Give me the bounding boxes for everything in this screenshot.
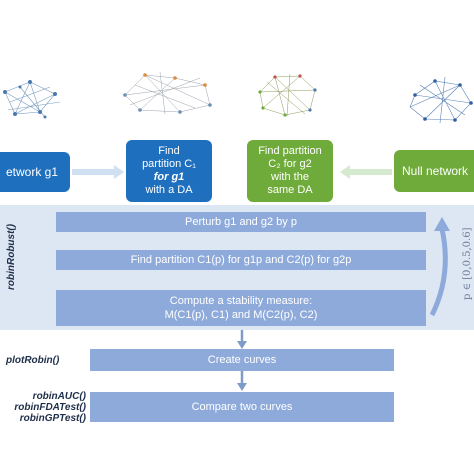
network-g1-label: etwork g1 <box>5 164 59 179</box>
arrow-icon <box>237 330 247 349</box>
partition-c2-box: Find partition C₂ for g2 with the same D… <box>247 140 333 202</box>
partition-c1-line2: partition C₁ <box>142 158 196 170</box>
compare-function-labels: robinAUC() robinFDATest() robinGPTest() <box>0 391 86 424</box>
arrow-icon <box>429 217 450 317</box>
partition-c2-line4: same DA <box>267 184 313 196</box>
compare-curves-step: Compare two curves <box>90 392 394 422</box>
null-network-label: Null network <box>402 163 469 178</box>
plot-robin-label: plotRobin() <box>6 355 60 366</box>
arrow-icon <box>237 371 247 391</box>
compare-curves-label: Compare two curves <box>191 401 293 413</box>
partition-c1-line4: with a DA <box>145 184 193 196</box>
partition-c2-line1: Find partition <box>258 145 322 157</box>
find-partition-step: Find partition C1(p) for g1p and C2(p) f… <box>56 250 426 270</box>
perturb-step: Perturb g1 and g2 by p <box>56 212 426 232</box>
network-graph-icon <box>123 71 212 115</box>
robin-robust-label: robinRobust() <box>6 223 17 290</box>
network-graph-icon <box>3 80 61 119</box>
robin-gp-test-label: robinGPTest() <box>19 413 86 424</box>
find-partition-step-label: Find partition C1(p) for g1p and C2(p) f… <box>130 254 352 266</box>
stability-measure-line2: M(C1(p), C1) and M(C2(p), C2) <box>164 309 318 321</box>
arrow-icon <box>72 165 124 179</box>
stability-measure-line1: Compute a stability measure: <box>169 295 313 307</box>
create-curves-label: Create curves <box>207 354 277 366</box>
network-graph-icon <box>258 73 317 117</box>
create-curves-step: Create curves <box>90 349 394 371</box>
robin-auc-label: robinAUC() <box>32 391 86 402</box>
partition-c2-line3: with the <box>271 171 309 183</box>
partition-c1-line1: Find <box>158 145 180 157</box>
partition-c1-line3: for g1 <box>153 171 185 183</box>
stability-measure-step: Compute a stability measure: M(C1(p), C1… <box>56 290 426 326</box>
perturb-step-label: Perturb g1 and g2 by p <box>185 216 297 228</box>
partition-c2-line2: C₂ for g2 <box>268 158 312 170</box>
p-range-label: p ∈ [0,0.5,0.6] <box>462 227 473 301</box>
arrow-icon <box>340 165 392 179</box>
null-network-box: Null network <box>394 150 474 192</box>
network-g1-box: etwork g1 <box>0 152 70 192</box>
partition-c1-box: Find partition C₁ for g1 with a DA <box>126 140 212 202</box>
network-graph-icon <box>409 76 473 124</box>
robin-fda-test-label: robinFDATest() <box>14 402 86 413</box>
